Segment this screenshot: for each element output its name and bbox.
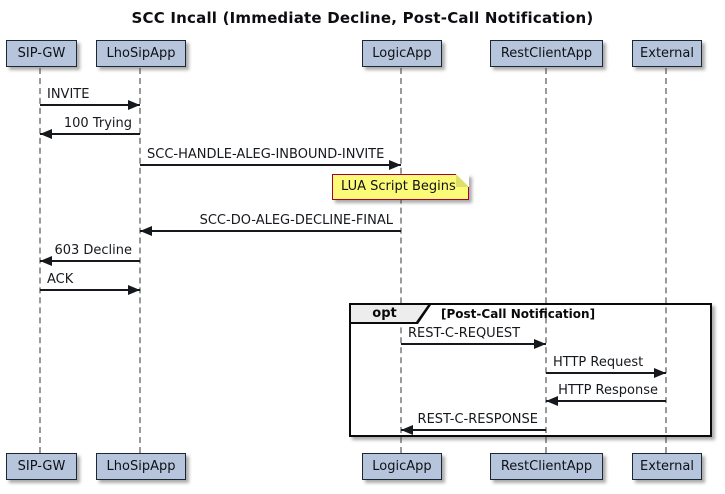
- message-label: 100 Trying: [63, 116, 132, 131]
- participant-lhosipapp-top: LhoSipApp: [96, 40, 186, 67]
- message-label: ACK: [47, 272, 74, 287]
- participant-restclientapp-top: RestClientApp: [490, 40, 603, 67]
- participant-restclientapp-bottom: RestClientApp: [490, 453, 603, 480]
- participant-logicapp-top: LogicApp: [362, 40, 442, 67]
- arrow-line: [140, 230, 401, 232]
- note-lua-script-begins: LUA Script Begins: [332, 174, 469, 200]
- message-label: HTTP Request: [553, 355, 644, 370]
- arrow-head: [40, 256, 52, 266]
- lifeline-lhosipapp: [139, 68, 141, 453]
- arrow-head: [389, 160, 401, 170]
- participant-sip-gw-bottom: SIP-GW: [6, 453, 77, 480]
- participant-logicapp-bottom: LogicApp: [362, 453, 442, 480]
- opt-fragment-header: opt: [351, 305, 431, 324]
- message-label: SCC-HANDLE-ALEG-INBOUND-INVITE: [147, 147, 385, 162]
- message-label: HTTP Response: [558, 383, 658, 398]
- arrow-line: [401, 429, 546, 431]
- participant-external-top: External: [632, 40, 702, 67]
- arrow-head: [40, 129, 52, 139]
- arrow-head: [128, 285, 140, 295]
- message-label: SCC-DO-ALEG-DECLINE-FINAL: [199, 213, 393, 228]
- diagram-title: SCC Incall (Immediate Decline, Post-Call…: [131, 9, 594, 27]
- message-label: REST-C-RESPONSE: [417, 412, 538, 427]
- arrow-line: [140, 164, 401, 166]
- arrow-head: [534, 339, 546, 349]
- arrow-head: [140, 226, 152, 236]
- arrow-line: [546, 372, 666, 374]
- arrow-line: [40, 133, 140, 135]
- arrow-line: [401, 343, 546, 345]
- arrow-head: [128, 100, 140, 110]
- message-label: REST-C-REQUEST: [408, 326, 521, 341]
- lifeline-restclientapp: [545, 68, 547, 453]
- message-label: 603 Decline: [54, 243, 132, 258]
- message-label: INVITE: [47, 87, 90, 102]
- arrow-head: [401, 425, 413, 435]
- fragment-operator: opt: [351, 305, 428, 322]
- participant-sip-gw-top: SIP-GW: [6, 40, 77, 67]
- participant-lhosipapp-bottom: LhoSipApp: [96, 453, 186, 480]
- lifeline-logicapp: [400, 68, 402, 453]
- arrow-line: [40, 260, 140, 262]
- lifeline-external: [665, 68, 667, 453]
- arrow-head: [546, 396, 558, 406]
- arrow-line: [40, 289, 140, 291]
- opt-fragment: opt [Post-Call Notification]: [349, 303, 712, 437]
- fragment-condition: [Post-Call Notification]: [441, 307, 596, 321]
- participant-external-bottom: External: [632, 453, 702, 480]
- arrow-head: [654, 368, 666, 378]
- arrow-line: [40, 104, 140, 106]
- arrow-line: [546, 400, 666, 402]
